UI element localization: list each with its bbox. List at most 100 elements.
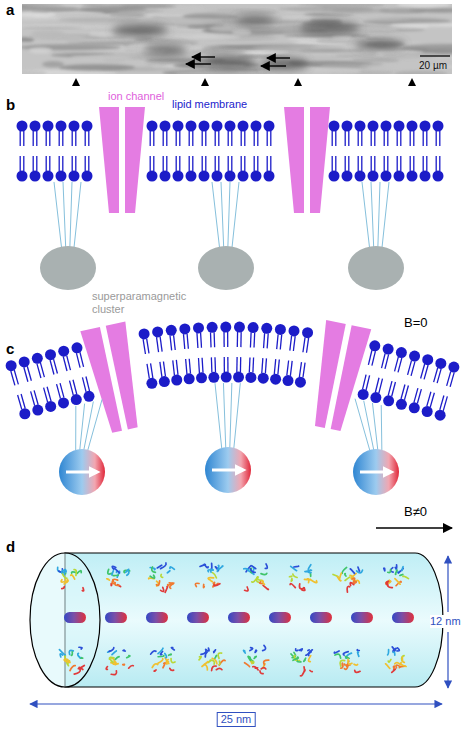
lipid-tail [363, 375, 366, 390]
lipid [248, 322, 259, 348]
protein-strand [165, 653, 167, 657]
lipid-head [368, 121, 379, 132]
part-name: lipid membrane [172, 98, 247, 111]
lipid-tail [50, 360, 54, 374]
lipid-head [84, 391, 95, 402]
lipid-tail [75, 131, 76, 146]
protein-strand [171, 659, 175, 663]
lipid-head [283, 375, 294, 386]
protein-strand [296, 649, 298, 651]
tether-line [228, 182, 230, 249]
protein-strand [250, 569, 255, 573]
lipid-tail [423, 131, 424, 146]
tissue-streak [394, 71, 448, 74]
protein-strand [300, 670, 304, 676]
tissue-streak [332, 35, 352, 40]
lipid-head [368, 171, 379, 182]
lipid [57, 383, 69, 408]
lipid-tail [73, 380, 77, 395]
lipid-tail [262, 358, 263, 373]
lipid-head [409, 402, 420, 413]
lipid [30, 156, 41, 182]
tissue-streak [22, 70, 47, 74]
lipid [368, 121, 379, 147]
lipid-head [420, 121, 431, 132]
lipid-tail [196, 333, 198, 348]
protein-strand [342, 567, 346, 573]
protein-strand [218, 653, 221, 658]
superparamagnetic-cluster [348, 246, 404, 290]
lipid [220, 322, 231, 348]
lipid-tail [227, 332, 228, 347]
protein-strand [395, 579, 400, 585]
panel-letter: b [6, 96, 15, 113]
protein-strand [395, 570, 397, 574]
protein-strand [129, 666, 134, 669]
tissue-streak [279, 6, 373, 12]
lipid-tail [414, 388, 418, 402]
protein-strand [308, 565, 311, 570]
scale-bar [420, 55, 450, 57]
lipid [43, 121, 54, 147]
lipid [160, 121, 171, 147]
lipid [329, 121, 340, 147]
lipid-head [302, 327, 313, 338]
lipid-tail [439, 131, 440, 146]
tether-line [63, 182, 66, 249]
magnetized-cluster [59, 449, 105, 495]
protein-strand [62, 587, 65, 589]
tether-line [378, 182, 380, 249]
dimension-label: 25 nm [217, 712, 256, 727]
lipid-tail [410, 156, 411, 171]
lipid-head [166, 325, 177, 336]
lipid [355, 156, 366, 182]
protein-strand [261, 668, 266, 669]
pointer-arrow [261, 65, 286, 66]
protein-strand [161, 574, 163, 577]
lipid-tail [189, 156, 190, 171]
protein-strand [345, 577, 350, 580]
protein-strand [158, 648, 163, 653]
protein-strand [71, 575, 75, 579]
tether-line [221, 182, 224, 249]
protein-strand [393, 652, 395, 655]
lipid [212, 156, 223, 182]
protein-strand [293, 574, 297, 577]
lipid-head [225, 121, 236, 132]
lipid-head [225, 171, 236, 182]
lipid-head [264, 121, 275, 132]
protein-strand [74, 670, 80, 674]
ion-channel [305, 320, 371, 433]
lipid-tail [23, 131, 24, 146]
protein-strand [388, 650, 389, 655]
protein-strand [208, 578, 213, 580]
moment-arrow [66, 471, 97, 474]
protein [195, 563, 223, 587]
superparamagnetic-cluster [198, 246, 254, 290]
lipid-head [448, 362, 459, 373]
lipid-head [396, 347, 407, 358]
magnetized-cluster [353, 449, 399, 495]
protein-strand [293, 658, 298, 660]
lipid-tail [163, 156, 164, 171]
protein-strand [214, 584, 220, 586]
protein-strand [388, 570, 391, 573]
lipid-tail [147, 364, 149, 379]
protein-strand [208, 570, 213, 572]
lipid-tail [384, 156, 385, 171]
lipid [199, 156, 210, 182]
protein-strand [204, 664, 207, 670]
lipid [396, 385, 409, 410]
protein-strand [115, 657, 119, 660]
protein-strand [260, 671, 263, 674]
lipid-tail [72, 156, 73, 171]
lipid-tail [157, 337, 159, 352]
lipid [358, 375, 370, 400]
lipid-head [193, 322, 204, 333]
protein-strand [352, 578, 355, 582]
lipid-tail [398, 358, 402, 373]
lipid-tail [358, 156, 359, 171]
tether-line [362, 182, 370, 249]
lipid [179, 323, 190, 349]
lipid-tail [303, 363, 305, 378]
